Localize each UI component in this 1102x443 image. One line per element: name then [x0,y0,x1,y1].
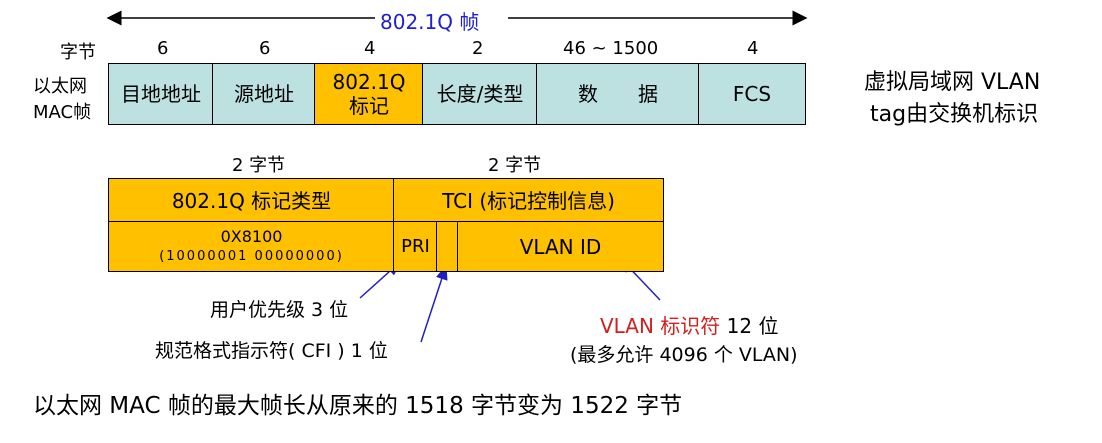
tag-left-bytes: 2 字节 [232,155,286,176]
tag-type-value: 0X8100 (10000001 00000000) [108,221,395,272]
field-fcs-label: FCS [732,82,772,106]
field-src-addr-label: 源地址 [234,82,294,106]
tag-type-header-label: 802.1Q 标记类型 [171,188,332,213]
vlan-id-field: VLAN ID [457,221,664,272]
field-length-type-label: 长度/类型 [436,82,524,106]
field-8021q-tag: 802.1Q 标记 [314,63,424,125]
field-dest-addr-label: 目地地址 [121,82,201,106]
frame-span-label: 802.1Q 帧 [380,10,480,34]
side-note-line1: 虚拟局域网 VLAN [864,70,1041,95]
field-tag-label-line2: 标记 [349,94,389,118]
field-fcs: FCS [698,63,806,125]
frame-row-label-line2: MAC帧 [33,102,92,123]
tag-right-bytes: 2 字节 [488,155,542,176]
cfi-pointer-arrow [420,264,448,343]
field-data: 数 据 [536,63,700,125]
cfi-annotation: 规范格式指示符( CFI ) 1 位 [155,340,388,362]
field-tag-label-line1: 802.1Q [332,70,406,94]
cfi-field [436,221,459,272]
vlan-annotation-line2: (最多允许 4096 个 VLAN) [570,344,798,366]
bottom-note: 以太网 MAC 帧的最大帧长从原来的 1518 字节变为 1522 字节 [33,393,683,419]
bytes-length: 2 [472,38,484,59]
tag-type-binary: (10000001 00000000) [159,248,344,264]
bytes-dest: 6 [157,38,169,59]
bytes-fcs: 4 [747,38,759,59]
vlan-id-field-label: VLAN ID [519,234,602,259]
field-src-addr: 源地址 [212,63,316,125]
bytes-tag: 4 [364,38,376,59]
vlan-annotation-line1: VLAN 标识符 12 位 [600,310,778,339]
tag-type-hex: 0X8100 [220,226,283,246]
pri-field: PRI [393,221,438,272]
frame-row-label-line1: 以太网 [33,76,87,97]
bytes-data: 46 ~ 1500 [563,38,659,59]
vlan-annotation-rest: 12 位 [720,314,779,338]
bytes-row-label: 字节 [60,42,96,63]
tag-type-header: 802.1Q 标记类型 [108,178,395,223]
field-length-type: 长度/类型 [422,63,538,125]
pri-annotation: 用户优先级 3 位 [210,299,349,321]
side-note-line2: tag由交换机标识 [870,102,1039,127]
field-data-label: 数 据 [578,82,658,106]
tci-header: TCI (标记控制信息) [393,178,664,223]
bytes-src: 6 [259,38,271,59]
pri-field-label: PRI [401,235,430,257]
field-dest-addr: 目地地址 [108,63,214,125]
vlan-annotation-red: VLAN 标识符 [600,314,721,338]
tci-header-label: TCI (标记控制信息) [442,188,615,213]
